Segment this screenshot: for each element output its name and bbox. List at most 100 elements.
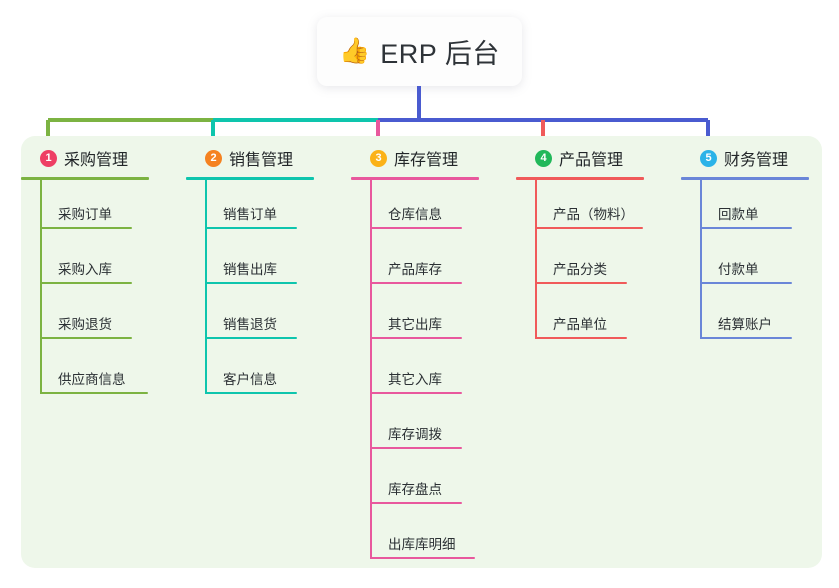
branch-item-label: 其它入库 — [388, 372, 442, 387]
branch-title: 产品管理 — [559, 152, 624, 169]
branch-column: 3 库存管理仓库信息产品库存其它出库其它入库库存调拨库存盘点出库库明细 — [351, 146, 479, 565]
branch-item-label: 库存调拨 — [388, 427, 442, 442]
branch-item-rule — [535, 337, 627, 339]
branch-item[interactable]: 出库库明细 — [351, 510, 479, 565]
branch-item[interactable]: 客户信息 — [186, 345, 314, 400]
branch-column: 5 财务管理回款单付款单结算账户 — [681, 146, 809, 345]
branch-header-rule — [516, 177, 644, 180]
branch-spine — [205, 180, 207, 394]
branch-item[interactable]: 回款单 — [681, 180, 809, 235]
branch-item[interactable]: 采购入库 — [21, 235, 149, 290]
branch-item-rule — [700, 227, 792, 229]
branch-item-rule — [40, 392, 148, 394]
branch-item-label: 结算账户 — [718, 317, 772, 332]
branch-item[interactable]: 产品（物料） — [516, 180, 644, 235]
branch-column: 1 采购管理采购订单采购入库采购退货供应商信息 — [21, 146, 149, 400]
branch-item-rule — [700, 282, 792, 284]
root-node-card[interactable]: 👍 ERP 后台 — [317, 17, 522, 86]
branch-item-label: 产品单位 — [553, 317, 607, 332]
branch-header[interactable]: 3 库存管理 — [351, 146, 479, 170]
branch-item-rule — [40, 282, 132, 284]
branch-item-label: 其它出库 — [388, 317, 442, 332]
branch-spine — [535, 180, 537, 339]
branch-item-list: 回款单付款单结算账户 — [681, 180, 809, 345]
branch-item-list: 产品（物料） 产品分类产品单位 — [516, 180, 644, 345]
branch-header-rule — [21, 177, 149, 180]
branch-item[interactable]: 仓库信息 — [351, 180, 479, 235]
branch-item[interactable]: 供应商信息 — [21, 345, 149, 400]
branch-item-list: 仓库信息产品库存其它出库其它入库库存调拨库存盘点出库库明细 — [351, 180, 479, 565]
branch-spine — [700, 180, 702, 339]
branch-item-rule — [370, 392, 462, 394]
branch-item-rule — [205, 282, 297, 284]
branch-item-rule — [370, 227, 462, 229]
branch-item-rule — [535, 282, 627, 284]
branch-item[interactable]: 销售出库 — [186, 235, 314, 290]
branch-title: 财务管理 — [724, 152, 789, 169]
branch-item-label: 产品库存 — [388, 262, 442, 277]
branch-item-rule — [40, 227, 132, 229]
branch-item[interactable]: 产品库存 — [351, 235, 479, 290]
branch-item-label: 供应商信息 — [58, 372, 126, 387]
branches-panel — [21, 136, 822, 568]
branch-title: 库存管理 — [394, 152, 459, 169]
branch-item-label: 采购退货 — [58, 317, 112, 332]
branch-item[interactable]: 产品分类 — [516, 235, 644, 290]
branch-item-label: 采购订单 — [58, 207, 112, 222]
thumbs-up-icon: 👍 — [339, 37, 371, 65]
branch-item-list: 采购订单采购入库采购退货供应商信息 — [21, 180, 149, 400]
branch-header[interactable]: 1 采购管理 — [21, 146, 149, 170]
branch-item[interactable]: 采购订单 — [21, 180, 149, 235]
branch-item-label: 付款单 — [718, 262, 759, 277]
branch-item-rule — [370, 447, 462, 449]
branch-title: 采购管理 — [64, 152, 129, 169]
branch-item-label: 仓库信息 — [388, 207, 442, 222]
branch-number-badge: 4 — [535, 149, 552, 167]
branch-item-label: 销售出库 — [223, 262, 277, 277]
branch-spine — [40, 180, 42, 394]
branch-item-label: 出库库明细 — [388, 537, 456, 552]
branch-item[interactable]: 产品单位 — [516, 290, 644, 345]
branch-item[interactable]: 采购退货 — [21, 290, 149, 345]
branch-item[interactable]: 销售退货 — [186, 290, 314, 345]
branch-number-badge: 5 — [700, 149, 717, 167]
branch-title: 销售管理 — [229, 152, 294, 169]
branch-item-label: 产品分类 — [553, 262, 607, 277]
branch-header[interactable]: 5 财务管理 — [681, 146, 809, 170]
branch-header-rule — [681, 177, 809, 180]
branch-item-label: 采购入库 — [58, 262, 112, 277]
branch-header-rule — [186, 177, 314, 180]
branch-item-rule — [370, 557, 475, 559]
branch-item[interactable]: 其它入库 — [351, 345, 479, 400]
branch-header[interactable]: 4 产品管理 — [516, 146, 644, 170]
branch-item-label: 销售退货 — [223, 317, 277, 332]
branch-item-rule — [700, 337, 792, 339]
branch-item[interactable]: 库存调拨 — [351, 400, 479, 455]
branch-number-badge: 1 — [40, 149, 57, 167]
branch-item-rule — [205, 337, 297, 339]
branch-item[interactable]: 库存盘点 — [351, 455, 479, 510]
branch-item-rule — [40, 337, 132, 339]
branch-item[interactable]: 其它出库 — [351, 290, 479, 345]
branch-spine — [370, 180, 372, 559]
branch-item-rule — [370, 282, 462, 284]
branch-item[interactable]: 销售订单 — [186, 180, 314, 235]
branch-item-label: 库存盘点 — [388, 482, 442, 497]
branch-item-rule — [370, 502, 462, 504]
root-node-title: ERP 后台 — [380, 39, 500, 69]
branch-item-rule — [205, 392, 297, 394]
branch-header-rule — [351, 177, 479, 180]
branch-item-label: 回款单 — [718, 207, 759, 222]
branch-item-label: 销售订单 — [223, 207, 277, 222]
branch-column: 4 产品管理产品（物料） 产品分类产品单位 — [516, 146, 644, 345]
branch-item[interactable]: 结算账户 — [681, 290, 809, 345]
branch-item-rule — [370, 337, 462, 339]
branch-item[interactable]: 付款单 — [681, 235, 809, 290]
branch-item-label: 产品（物料） — [553, 207, 634, 222]
branch-item-list: 销售订单销售出库销售退货客户信息 — [186, 180, 314, 400]
branch-number-badge: 3 — [370, 149, 387, 167]
branch-item-label: 客户信息 — [223, 372, 277, 387]
